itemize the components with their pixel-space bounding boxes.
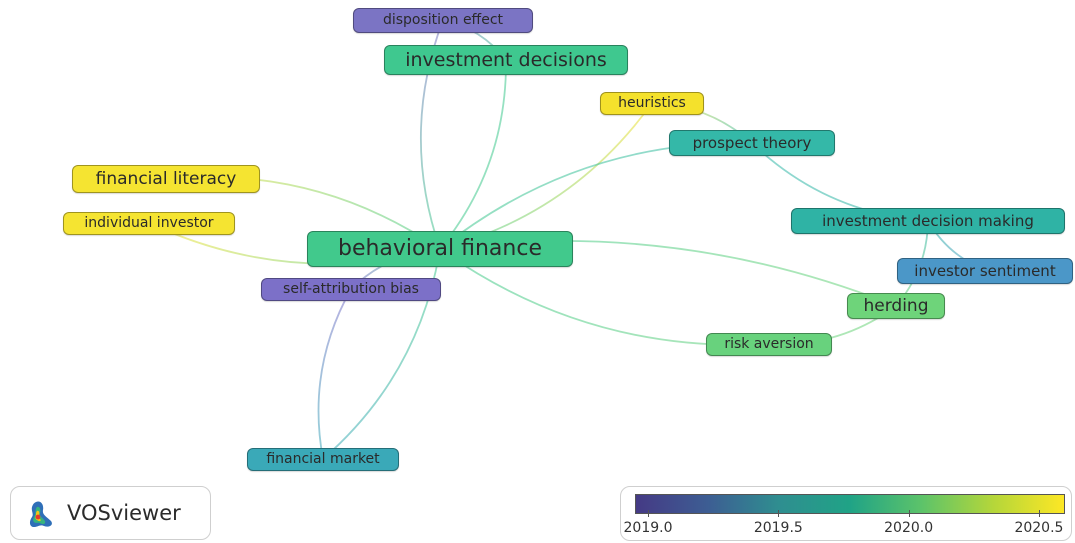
vosviewer-logo-panel: VOSviewer bbox=[10, 486, 211, 540]
legend-tick-mark bbox=[908, 510, 910, 517]
legend-tick-label: 2019.5 bbox=[753, 520, 803, 536]
node-behavioral-finance[interactable]: behavioral finance bbox=[307, 231, 573, 267]
node-disposition-effect[interactable]: disposition effect bbox=[353, 7, 533, 33]
legend-tick-label: 2019.0 bbox=[623, 520, 673, 536]
vosviewer-logo-icon bbox=[29, 501, 52, 527]
legend-tick-label: 2020.0 bbox=[884, 520, 934, 536]
legend-tick-label: 2020.5 bbox=[1014, 520, 1064, 536]
node-investor-sentiment[interactable]: investor sentiment bbox=[897, 258, 1073, 284]
color-legend: 2019.0 2019.5 2020.0 2020.5 bbox=[620, 486, 1072, 541]
node-prospect-theory[interactable]: prospect theory bbox=[669, 130, 835, 156]
node-individual-investor[interactable]: individual investor bbox=[63, 211, 235, 235]
node-herding[interactable]: herding bbox=[847, 293, 945, 319]
node-investment-decisions[interactable]: investment decisions bbox=[384, 45, 628, 75]
legend-tick-mark bbox=[1038, 510, 1040, 517]
edge-behavioral-finance-investment-decisions bbox=[439, 59, 507, 250]
node-financial-literacy[interactable]: financial literacy bbox=[72, 165, 260, 193]
edge-behavioral-finance-heuristics bbox=[439, 102, 653, 250]
node-heuristics[interactable]: heuristics bbox=[600, 91, 704, 115]
vosviewer-logo-text: VOSviewer bbox=[67, 501, 181, 525]
color-scale-bar bbox=[635, 494, 1065, 514]
node-risk-aversion[interactable]: risk aversion bbox=[706, 332, 832, 356]
node-self-attribution-bias[interactable]: self-attribution bias bbox=[261, 277, 441, 301]
node-financial-market[interactable]: financial market bbox=[247, 447, 399, 471]
edge-self-attribution-bias-financial-market bbox=[317, 288, 352, 460]
legend-tick-mark bbox=[648, 510, 650, 517]
legend-tick-mark bbox=[778, 510, 780, 517]
node-investment-decision-making[interactable]: investment decision making bbox=[791, 208, 1065, 234]
